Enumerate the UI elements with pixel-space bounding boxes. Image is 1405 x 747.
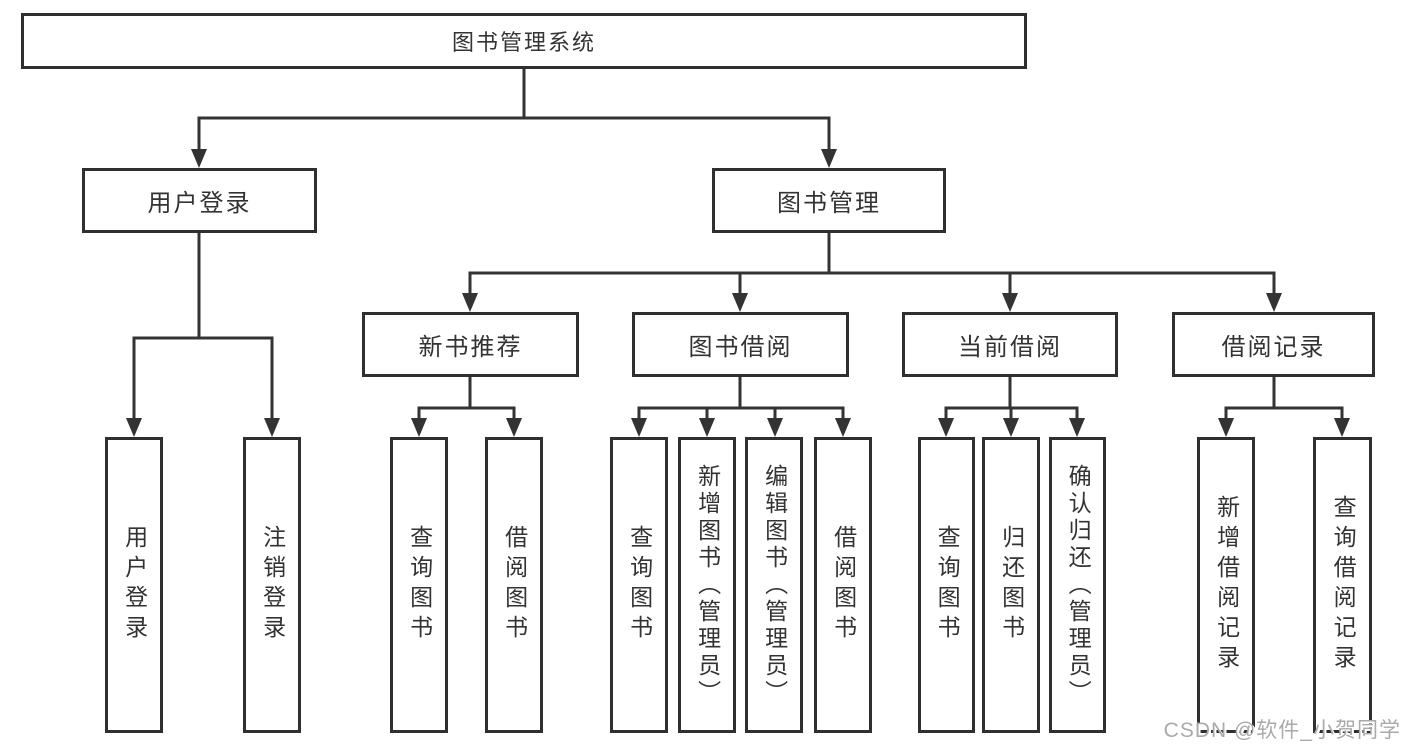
leaf-borrow-add-books-admin: 新增图书（管理员）: [678, 437, 736, 733]
node-book-management: 图书管理: [712, 168, 946, 233]
leaf-borrow-borrow-books-label: 借阅图书: [830, 525, 857, 645]
leaf-newbook-query-books: 查询图书: [390, 437, 448, 733]
leaf-borrow-query-books-label: 查询图书: [626, 525, 653, 645]
leaf-records-query-record-label: 查询借阅记录: [1330, 495, 1357, 675]
leaf-current-return-books-label: 归还图书: [998, 525, 1025, 645]
leaf-records-add-record: 新增借阅记录: [1197, 437, 1255, 733]
leaf-user-login: 用户登录: [105, 437, 163, 733]
leaf-logout: 注销登录: [243, 437, 301, 733]
leaf-user-login-label: 用户登录: [121, 525, 148, 645]
node-root: 图书管理系统: [21, 13, 1027, 69]
leaf-newbook-query-books-label: 查询图书: [406, 525, 433, 645]
node-user-login: 用户登录: [82, 168, 317, 233]
node-user-login-label: 用户登录: [147, 190, 252, 217]
node-current-borrow-label: 当前借阅: [958, 334, 1062, 361]
leaf-records-add-record-label: 新增借阅记录: [1213, 495, 1240, 675]
leaf-records-query-record: 查询借阅记录: [1313, 437, 1372, 733]
leaf-borrow-edit-books-admin-label: 编辑图书（管理员）: [761, 463, 788, 707]
leaf-borrow-query-books: 查询图书: [610, 437, 668, 733]
node-book-borrow: 图书借阅: [632, 312, 849, 377]
leaf-current-return-books: 归还图书: [982, 437, 1040, 733]
node-current-borrow: 当前借阅: [902, 312, 1118, 377]
leaf-newbook-borrow-books: 借阅图书: [485, 437, 543, 733]
leaf-borrow-add-books-admin-label: 新增图书（管理员）: [694, 463, 721, 707]
leaf-current-query-books-label: 查询图书: [934, 525, 961, 645]
node-borrow-records: 借阅记录: [1172, 312, 1375, 377]
leaf-current-confirm-return-admin-label: 确认归还（管理员）: [1065, 463, 1092, 707]
node-borrow-records-label: 借阅记录: [1221, 334, 1326, 361]
leaf-logout-label: 注销登录: [259, 525, 286, 645]
leaf-borrow-borrow-books: 借阅图书: [814, 437, 872, 733]
leaf-newbook-borrow-books-label: 借阅图书: [501, 525, 528, 645]
node-new-book-recommend-label: 新书推荐: [418, 334, 523, 361]
node-root-label: 图书管理系统: [451, 30, 596, 55]
leaf-borrow-edit-books-admin: 编辑图书（管理员）: [745, 437, 803, 733]
node-new-book-recommend: 新书推荐: [362, 312, 579, 377]
node-book-borrow-label: 图书借阅: [688, 334, 793, 361]
leaf-current-query-books: 查询图书: [918, 437, 975, 733]
leaf-current-confirm-return-admin: 确认归还（管理员）: [1049, 437, 1106, 733]
node-book-management-label: 图书管理: [777, 190, 881, 217]
watermark: CSDN @软件_小贺同学: [1163, 719, 1401, 742]
